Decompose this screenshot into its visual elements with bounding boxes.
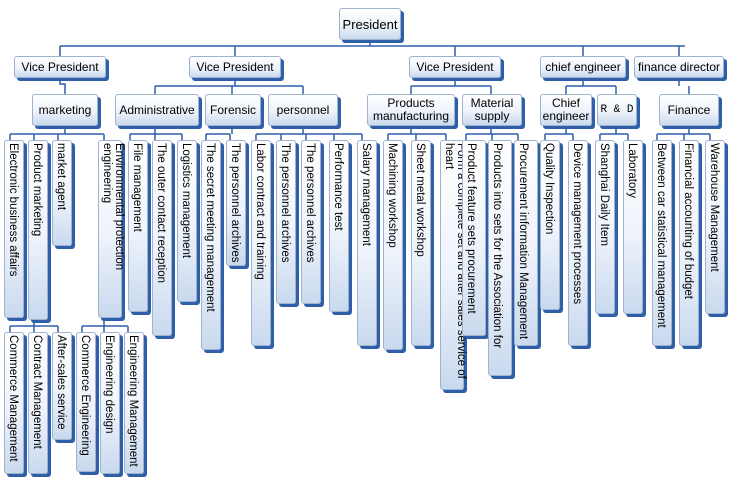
leaf-label: Labor contract and training xyxy=(254,143,266,280)
leaf-label: Sheet metal workshop xyxy=(414,143,426,257)
dept-material-supply-label: Material supply xyxy=(470,96,514,123)
sub-after-sales-service: After-sales service xyxy=(52,332,72,440)
dept-rd: R & D xyxy=(597,94,637,126)
leaf-personnel-archives-1: The personnel archives xyxy=(276,140,296,304)
dept-rd-label: R & D xyxy=(600,103,634,116)
chief-engineer-box: chief engineer xyxy=(540,56,626,78)
dept-forensic-label: Forensic xyxy=(209,102,256,117)
leaf-logistics-management: Logistics management xyxy=(177,140,197,302)
leaf-label: Financial accounting of budget xyxy=(682,143,694,299)
leaf-label: Engineering design xyxy=(103,335,115,434)
leaf-products-into-sets: Products into sets for the Association f… xyxy=(488,140,512,376)
leaf-after-sales-heart: Form a complete set and after sales serv… xyxy=(440,140,467,390)
dept-finance: Finance xyxy=(659,94,719,126)
leaf-label: Warehouse Management xyxy=(708,143,720,272)
leaf-label: Commerce Engineering xyxy=(79,335,91,456)
leaf-label: Between car statistical management xyxy=(655,143,667,328)
leaf-label: The personnel archives xyxy=(229,143,241,263)
leaf-labor-contract-training: Labor contract and training xyxy=(251,140,271,346)
leaf-device-management-processes: Device management processes xyxy=(568,140,588,346)
leaf-electronic-business: Electronic business affairs xyxy=(4,140,24,318)
leaf-shanghai-daily-item: Shanghai Daily Item xyxy=(595,140,615,314)
vice-president-3-label: Vice President xyxy=(416,59,494,74)
leaf-performance-test: Performance test xyxy=(329,140,349,312)
president-box: President xyxy=(339,8,401,40)
dept-products-manufacturing: Products manufacturing xyxy=(367,94,455,126)
leaf-feature-sets-procurement: Product feature sets procurement xyxy=(462,140,486,336)
leaf-label: The outer contact reception xyxy=(155,143,167,283)
leaf-label: Electronic business affairs xyxy=(7,143,19,277)
leaf-label: Salary management xyxy=(360,143,372,246)
leaf-label: Machining workshop xyxy=(386,143,398,248)
leaf-procurement-information: Procurement information Management xyxy=(514,140,538,346)
president-label: President xyxy=(342,16,398,32)
leaf-label: The personnel archives xyxy=(304,143,316,263)
leaf-outer-contact-reception: The outer contact reception xyxy=(152,140,172,336)
leaf-quality-inspection: Quality Inspection xyxy=(540,140,560,310)
sub-commerce-management: Commerce Management xyxy=(4,332,24,474)
vice-president-2-label: Vice President xyxy=(196,59,274,74)
leaf-car-statistical-management: Between car statistical management xyxy=(652,140,672,346)
chief-engineer-label: chief engineer xyxy=(545,59,621,74)
dept-administrative-label: Administrative xyxy=(119,102,195,117)
sub-engineering-management: Engineering Management xyxy=(124,332,144,474)
leaf-file-management: File management xyxy=(128,140,148,312)
leaf-warehouse-management: Warehouse Management xyxy=(705,140,725,314)
leaf-financial-accounting-budget: Financial accounting of budget xyxy=(679,140,699,346)
sub-commerce-engineering: Commerce Engineering xyxy=(76,332,96,472)
sub-contract-management: Contract Management xyxy=(28,332,48,474)
leaf-sheet-metal-workshop: Sheet metal workshop xyxy=(411,140,431,346)
finance-director-label: finance director xyxy=(637,59,721,74)
vice-president-2-box: Vice President xyxy=(189,56,281,78)
leaf-label: Performance test xyxy=(332,143,344,231)
leaf-label: Contract Management xyxy=(31,335,43,449)
finance-director-box: finance director xyxy=(634,56,724,78)
dept-administrative: Administrative xyxy=(115,94,199,126)
dept-finance-label: Finance xyxy=(667,102,711,117)
leaf-label: Shanghai Daily Item xyxy=(598,143,610,246)
dept-chief-engineer-label: Chief engineer xyxy=(542,96,590,123)
leaf-label: After-sales service xyxy=(55,335,67,430)
leaf-personnel-archives-forensic: The personnel archives xyxy=(226,140,246,266)
sub-engineering-design: Engineering design xyxy=(100,332,120,474)
dept-marketing: marketing xyxy=(32,94,98,126)
leaf-laboratory: Laboratory xyxy=(623,140,643,314)
leaf-market-agent: market agent xyxy=(52,140,72,246)
leaf-label: Device management processes xyxy=(571,143,583,305)
leaf-machining-workshop: Machining workshop xyxy=(383,140,403,350)
dept-chief-engineer: Chief engineer xyxy=(540,94,592,126)
leaf-label: Quality Inspection xyxy=(543,143,555,235)
leaf-label: Procurement information Management xyxy=(517,143,529,340)
leaf-label: Commerce Management xyxy=(7,335,19,462)
vice-president-3-box: Vice President xyxy=(409,56,501,78)
dept-marketing-label: marketing xyxy=(38,102,92,117)
leaf-environmental-protection: Environmental protection engineering xyxy=(98,140,125,318)
leaf-label: Product marketing xyxy=(31,143,43,237)
leaf-personnel-archives-2: The personnel archives xyxy=(301,140,321,304)
leaf-product-marketing: Product marketing xyxy=(28,140,48,320)
dept-material-supply: Material supply xyxy=(462,94,522,126)
leaf-label: Logistics management xyxy=(180,143,192,259)
leaf-salary-management: Salary management xyxy=(357,140,377,346)
leaf-label: Laboratory xyxy=(626,143,638,198)
leaf-label: The secret meeting management xyxy=(204,143,216,312)
leaf-label: Product feature sets procurement xyxy=(465,143,477,314)
vice-president-1-label: Vice President xyxy=(21,59,99,74)
dept-personnel: personnel xyxy=(268,94,338,126)
leaf-label: File management xyxy=(131,143,143,232)
leaf-label: Environmental protection engineering xyxy=(101,143,125,271)
leaf-label: Engineering Management xyxy=(127,335,139,467)
dept-forensic: Forensic xyxy=(205,94,261,126)
vice-president-1-box: Vice President xyxy=(14,56,106,78)
leaf-label: The personnel archives xyxy=(279,143,291,263)
leaf-label: market agent xyxy=(55,143,67,211)
dept-products-manufacturing-label: Products manufacturing xyxy=(372,96,450,123)
dept-personnel-label: personnel xyxy=(276,102,330,117)
leaf-secret-meeting-management: The secret meeting management xyxy=(201,140,221,350)
leaf-label: Products into sets for the Association f… xyxy=(491,143,503,349)
